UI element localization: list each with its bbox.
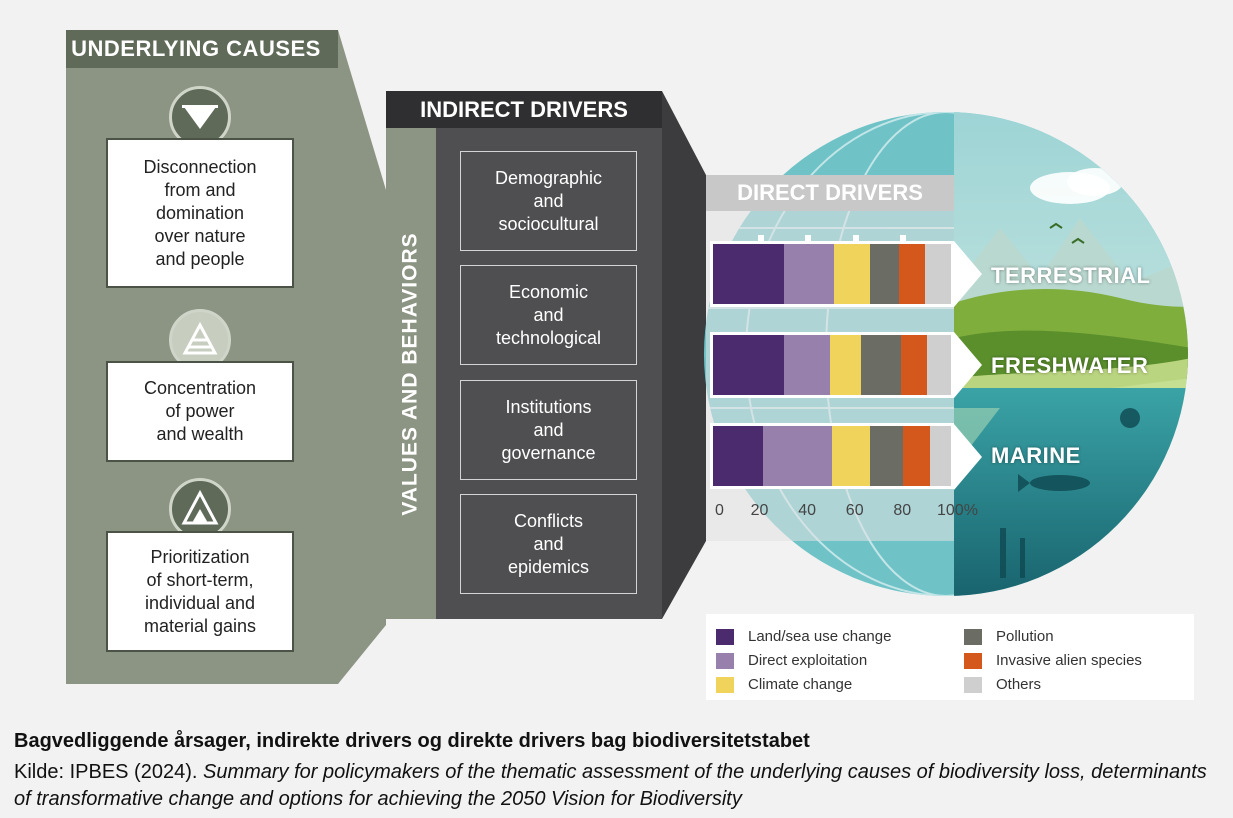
bar-segment [903,426,930,486]
id-connector [662,91,706,619]
caption-source-title: Summary for policymakers of the thematic… [14,761,1207,810]
axis-tick [757,235,764,243]
realm-label-marine: MARINE [991,443,1081,468]
chart-legend: Land/sea use change Direct exploitation … [706,614,1194,700]
bar-segment [901,335,928,395]
x-tick-label: 100% [937,502,978,519]
caption-source-prefix: Kilde: IPBES (2024). [14,761,203,783]
bar-segment [929,426,951,486]
bar-segment [784,335,830,395]
bar-segment [784,244,835,304]
legend-item: Direct exploitation [716,652,867,669]
direct-drivers-title: DIRECT DRIVERS [706,175,954,211]
axis-tick [900,235,907,243]
indirect-drivers-title: INDIRECT DRIVERS [386,91,662,128]
bar-segment [713,335,785,395]
realm-label-freshwater: FRESHWATER [991,353,1149,378]
caption-title: Bagvedliggende årsager, indirekte driver… [14,730,810,752]
inverted-triangle-icon [169,86,231,148]
bar-segment [831,426,871,486]
cause-prioritization: Prioritization of short-term, individual… [106,531,294,652]
bar-segment [870,244,899,304]
legend-item: Land/sea use change [716,628,891,645]
driver-conflicts: Conflicts and epidemics [460,494,637,594]
legend-item: Climate change [716,676,852,693]
bar-segment [834,244,871,304]
driver-economic: Economic and technological [460,265,637,365]
x-tick-label: 20 [750,502,769,519]
triangle-icon [169,478,231,540]
legend-swatch [716,628,734,645]
x-tick-label: 0 [715,502,724,519]
realm-label-terrestrial: TERRESTRIAL [991,263,1151,288]
legend-item: Others [964,676,1041,693]
bar-segment [924,244,951,304]
driver-institutions: Institutions and governance [460,380,637,480]
values-behaviors-strip [386,128,436,619]
driver-demographic: Demographic and sociocultural [460,151,637,251]
axis-tick [805,235,812,243]
stacked-bar-terrestrial [713,244,951,304]
bar-segment [870,426,904,486]
bar-segment [927,335,951,395]
bar-segment [829,335,861,395]
underlying-causes-title: UNDERLYING CAUSES [66,30,338,68]
indirect-drivers-panel [436,128,662,619]
x-tick-label: 80 [893,502,912,519]
stacked-bar-marine [713,426,951,486]
legend-swatch [716,652,734,669]
legend-item: Invasive alien species [964,652,1142,669]
stacked-bar-freshwater [713,335,951,395]
cause-disconnection: Disconnection from and domination over n… [106,138,294,288]
legend-swatch [964,676,982,693]
legend-swatch [964,652,982,669]
bar-segment [713,426,763,486]
legend-swatch [964,628,982,645]
values-behaviors-label: VALUES AND BEHAVIORS [399,231,422,516]
cause-concentration: Concentration of power and wealth [106,361,294,462]
legend-item: Pollution [964,628,1054,645]
bar-segment [860,335,901,395]
realm-arrows [954,241,982,490]
bar-segment [762,426,832,486]
legend-swatch [716,676,734,693]
uc-connector [338,30,386,684]
x-tick-label: 60 [845,502,864,519]
bar-segment [713,244,785,304]
x-tick-label: 40 [798,502,816,519]
caption-source: Kilde: IPBES (2024). Summary for policym… [14,759,1224,813]
bar-segment [898,244,925,304]
axis-tick [852,235,859,243]
